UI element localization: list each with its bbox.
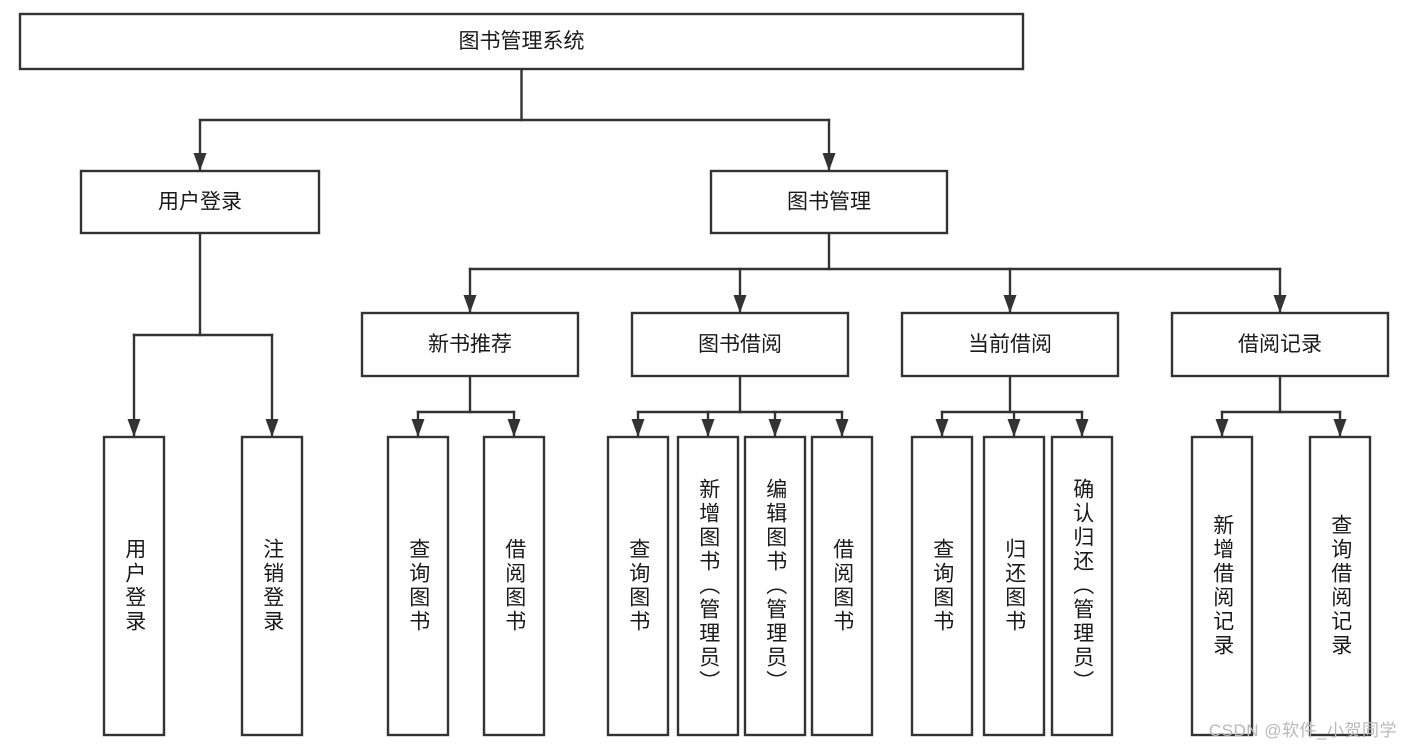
node-leaf-12[interactable]	[1308, 435, 1372, 737]
node-leaf-2[interactable]	[386, 435, 450, 737]
node-leaf-10[interactable]	[1050, 435, 1114, 737]
node-leaf-1[interactable]	[240, 435, 304, 737]
node-level2-0-label: 新书推荐	[428, 333, 512, 356]
node-level2-2-label: 当前借阅	[968, 333, 1052, 356]
level2-2-arrow-2	[1075, 419, 1089, 437]
box-layer	[18, 12, 1390, 737]
root-arrow-0	[193, 153, 207, 171]
level2-0-arrow-0	[411, 419, 425, 437]
level2-0-arrow-1	[507, 419, 521, 437]
node-leaf-4[interactable]	[606, 435, 670, 737]
book-mgmt-arrow-0	[463, 295, 477, 313]
node-level2-3[interactable]	[1170, 311, 1390, 378]
node-level2-0[interactable]	[360, 311, 580, 378]
level2-2-arrow-1	[1007, 419, 1021, 437]
level2-2-arrow-0	[935, 419, 949, 437]
book-mgmt-arrow-3	[1273, 295, 1287, 313]
node-leaf-5[interactable]	[676, 435, 740, 737]
node-level1-1-label: 图书管理	[787, 191, 871, 214]
book-mgmt-arrow-1	[733, 295, 747, 313]
user-login-arrow-0	[127, 419, 141, 437]
level2-1-arrow-3	[835, 419, 849, 437]
node-leaf-0[interactable]	[102, 435, 166, 737]
node-level2-3-label: 借阅记录	[1238, 333, 1322, 356]
level2-3-arrow-1	[1333, 419, 1347, 437]
node-leaf-3[interactable]	[482, 435, 546, 737]
node-root[interactable]	[18, 12, 1025, 71]
node-leaf-8[interactable]	[910, 435, 974, 737]
node-level1-0-label: 用户登录	[158, 191, 242, 214]
node-level2-1-label: 图书借阅	[698, 333, 782, 356]
book-mgmt-arrow-2	[1003, 295, 1017, 313]
node-leaf-6[interactable]	[743, 435, 807, 737]
node-leaf-11[interactable]	[1190, 435, 1254, 737]
node-level1-1[interactable]	[709, 169, 949, 235]
level2-3-arrow-0	[1215, 419, 1229, 437]
node-leaf-7[interactable]	[810, 435, 874, 737]
node-leaf-9[interactable]	[982, 435, 1046, 737]
connector-layer	[127, 67, 1347, 439]
node-root-label: 图书管理系统	[459, 30, 585, 53]
csdn-watermark: CSDN @软件_小贺同学	[1208, 721, 1397, 740]
user-login-arrow-1	[265, 419, 279, 437]
root-arrow-1	[822, 153, 836, 171]
level2-1-arrow-2	[768, 419, 782, 437]
level2-1-arrow-0	[631, 419, 645, 437]
level2-1-arrow-1	[701, 419, 715, 437]
node-level2-1[interactable]	[630, 311, 850, 378]
node-level2-2[interactable]	[900, 311, 1120, 378]
node-level1-0[interactable]	[79, 169, 321, 235]
